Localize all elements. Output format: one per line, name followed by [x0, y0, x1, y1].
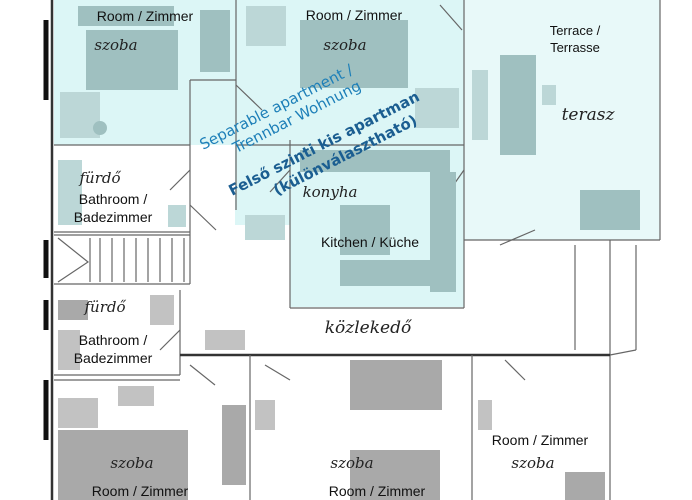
walls [43, 0, 661, 500]
corridor-hand: közlekedő [325, 318, 412, 338]
bath-lower-label-2: Badezimmer [74, 350, 153, 366]
kitchen-hand: konyha [303, 183, 358, 201]
bath-upper-hand: fürdő [78, 169, 121, 187]
terrace-label-2: Terrasse [550, 40, 600, 55]
room-bottom-right-hand: szoba [511, 454, 554, 472]
room-bottom-left-hand: szoba [110, 454, 153, 472]
room-top-left-hand: szoba [94, 36, 137, 54]
terrace-hand: terasz [562, 105, 616, 125]
kitchen-label: Kitchen / Küche [321, 234, 419, 250]
room-top-center-hand: szoba [323, 36, 366, 54]
bath-upper-label-2: Badezimmer [74, 209, 153, 225]
room-bottom-right-label: Room / Zimmer [492, 432, 589, 448]
staircase [57, 237, 185, 283]
room-bottom-left-label: Room / Zimmer [92, 483, 189, 499]
bath-lower-label-1: Bathroom / [79, 332, 148, 348]
door-swings [159, 4, 536, 386]
bath-lower-hand: fürdő [83, 298, 126, 316]
room-bottom-center-label: Room / Zimmer [329, 483, 426, 499]
room-top-left-label: Room / Zimmer [97, 8, 194, 24]
bath-upper-label-1: Bathroom / [79, 191, 148, 207]
terrace-label-1: Terrace / [550, 23, 601, 38]
furniture [58, 6, 640, 500]
room-bottom-center-hand: szoba [330, 454, 373, 472]
room-top-center-label: Room / Zimmer [306, 7, 403, 23]
